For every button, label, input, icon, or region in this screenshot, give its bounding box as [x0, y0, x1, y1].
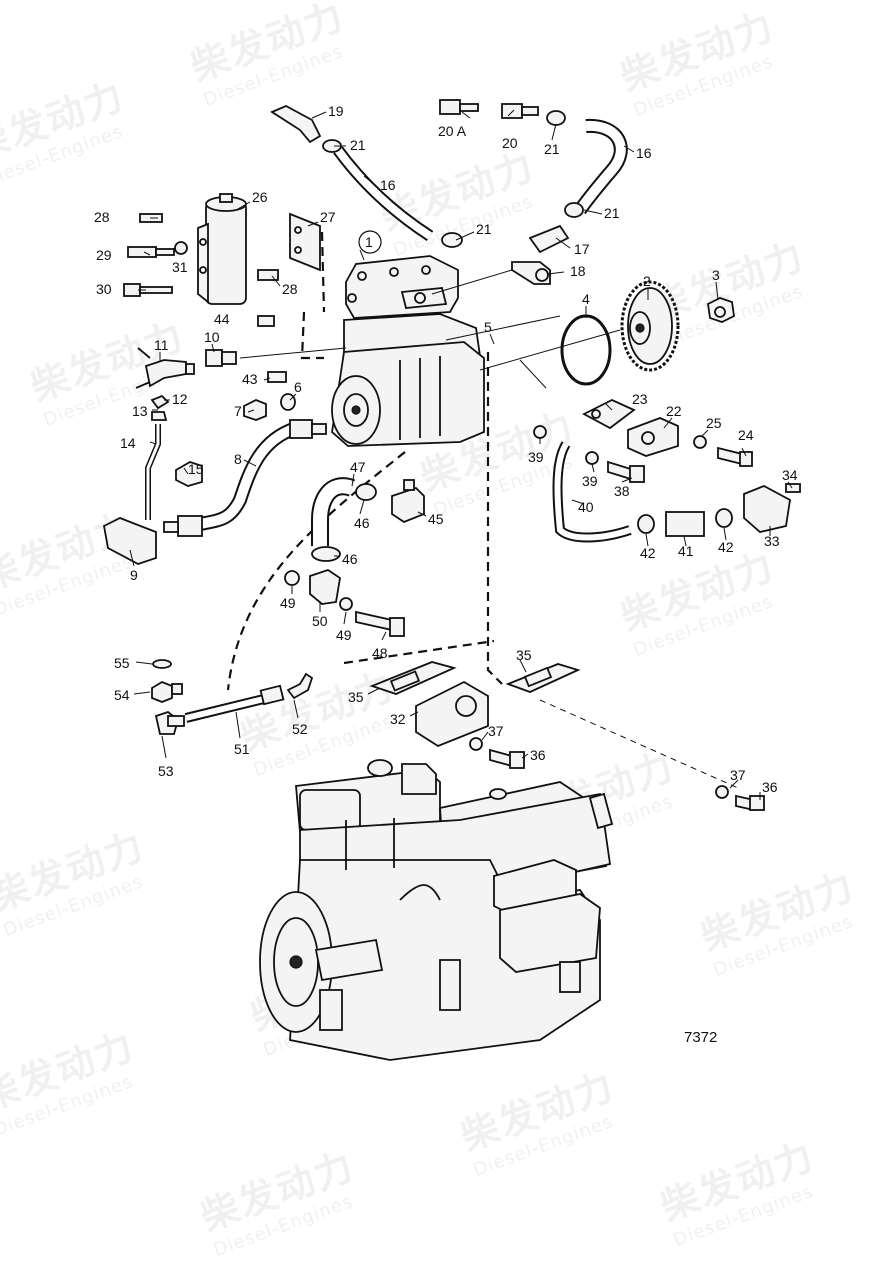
left-fittings: [135, 347, 296, 520]
label-37a: 37: [488, 723, 504, 739]
label-49b: 49: [336, 627, 352, 643]
part-labels: 1 2 3 4 5 6 7 8 9 10 11 12 13 14 15 16 1…: [94, 103, 798, 1046]
label-31: 31: [172, 259, 188, 275]
label-42a: 42: [640, 545, 656, 561]
hose-assembly-upper: [270, 99, 628, 285]
drive-gear-assembly: [560, 280, 735, 386]
label-2: 2: [643, 273, 651, 289]
label-29: 29: [96, 247, 112, 263]
label-7: 7: [234, 403, 242, 419]
label-21a: 21: [350, 137, 366, 153]
lower-pipe-assembly: [151, 659, 314, 735]
label-43: 43: [242, 371, 258, 387]
label-21b: 21: [544, 141, 560, 157]
label-23: 23: [632, 391, 648, 407]
label-8: 8: [234, 451, 242, 467]
mounting-bracket: [369, 661, 765, 812]
label-51: 51: [234, 741, 250, 757]
label-44: 44: [214, 311, 230, 327]
middle-fittings: [284, 477, 425, 637]
label-35a: 35: [348, 689, 364, 705]
label-3: 3: [712, 267, 720, 283]
label-39b: 39: [582, 473, 598, 489]
label-1: 1: [365, 234, 373, 250]
label-16a: 16: [380, 177, 396, 193]
label-25: 25: [706, 415, 722, 431]
label-16b: 16: [636, 145, 652, 161]
label-33: 33: [764, 533, 780, 549]
air-compressor: [331, 255, 485, 447]
label-28a: 28: [94, 209, 110, 225]
label-48: 48: [372, 645, 388, 661]
drawing-number: 7372: [684, 1029, 717, 1046]
label-28b: 28: [282, 281, 298, 297]
label-55: 55: [114, 655, 130, 671]
label-30: 30: [96, 281, 112, 297]
label-26: 26: [252, 189, 268, 205]
right-fittings: [533, 399, 801, 543]
label-50: 50: [312, 613, 328, 629]
label-17: 17: [574, 241, 590, 257]
label-18: 18: [570, 263, 586, 279]
label-35b: 35: [516, 647, 532, 663]
hose-8: [102, 419, 327, 565]
label-19: 19: [328, 103, 344, 119]
label-10: 10: [204, 329, 220, 345]
label-38: 38: [614, 483, 630, 499]
label-53: 53: [158, 763, 174, 779]
label-14: 14: [120, 435, 136, 451]
label-20a: 20 A: [438, 123, 467, 139]
label-40: 40: [578, 499, 594, 515]
label-46b: 46: [342, 551, 358, 567]
label-21d: 21: [476, 221, 492, 237]
leader-lines: [129, 109, 793, 800]
label-6: 6: [294, 379, 302, 395]
label-42b: 42: [718, 539, 734, 555]
label-49a: 49: [280, 595, 296, 611]
label-9: 9: [130, 567, 138, 583]
label-39a: 39: [528, 449, 544, 465]
label-20: 20: [502, 135, 518, 151]
label-46a: 46: [354, 515, 370, 531]
label-5: 5: [484, 319, 492, 335]
label-54: 54: [114, 687, 130, 703]
label-52: 52: [292, 721, 308, 737]
label-15: 15: [188, 461, 204, 477]
label-22: 22: [666, 403, 682, 419]
label-24: 24: [738, 427, 754, 443]
label-13: 13: [132, 403, 148, 419]
engine-overview: [259, 759, 614, 1061]
label-27: 27: [320, 209, 336, 225]
label-36b: 36: [762, 779, 778, 795]
label-12: 12: [172, 391, 188, 407]
alignment-lines: [226, 231, 739, 789]
label-45: 45: [428, 511, 444, 527]
label-41: 41: [678, 543, 694, 559]
label-47: 47: [350, 459, 366, 475]
label-32: 32: [390, 711, 406, 727]
label-4: 4: [582, 291, 590, 307]
label-37b: 37: [730, 767, 746, 783]
label-36a: 36: [530, 747, 546, 763]
label-11: 11: [154, 337, 169, 353]
label-21c: 21: [604, 205, 620, 221]
filter-assembly: [123, 193, 321, 327]
label-34: 34: [782, 467, 798, 483]
